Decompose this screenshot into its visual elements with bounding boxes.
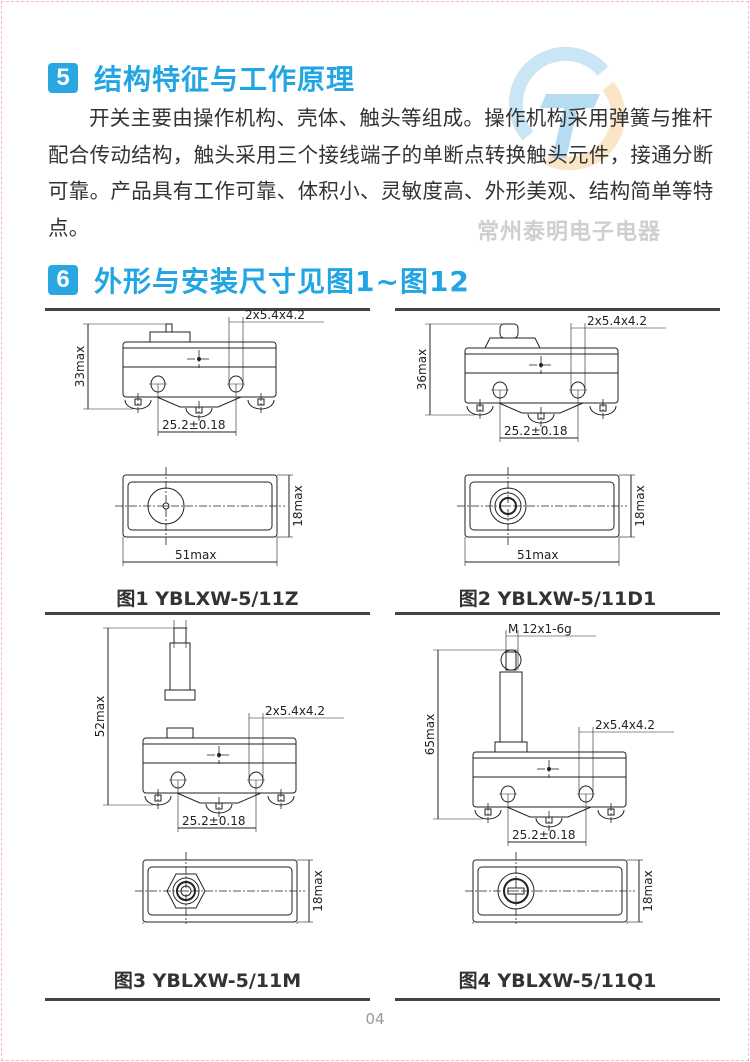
section-number-badge: 6 [48, 265, 78, 295]
divider [45, 308, 370, 311]
divider [395, 612, 720, 615]
watermark-text: 常州泰明电子电器 [477, 220, 662, 245]
hole-dimension-label: 2x5.4x4.2 [587, 314, 647, 328]
pitch-dimension-label: 25.2±0.18 [182, 814, 246, 828]
thread-dimension-label: M 12x1-6g [508, 622, 572, 636]
length-dimension-label: 51max [517, 548, 558, 562]
length-dimension-label: 51max [175, 548, 216, 562]
hole-dimension-label: 2x5.4x4.2 [265, 704, 325, 718]
height-dimension-label: 33max [73, 346, 87, 387]
width-dimension-label: 18max [311, 870, 325, 911]
pitch-dimension-label: 25.2±0.18 [162, 418, 226, 432]
section-5-paragraph: 开关主要由操作机构、壳体、触头等组成。操作机构采用弹簧与推杆配合传动结构，触头采… [48, 100, 720, 246]
figure-1-drawing: 33max 2x5.4x4.2 25.2±0.18 18max 51max [45, 310, 370, 614]
page-number: 04 [365, 1010, 385, 1028]
width-dimension-label: 18max [641, 870, 655, 911]
pitch-dimension-label: 25.2±0.18 [512, 828, 576, 842]
hole-dimension-label: 2x5.4x4.2 [245, 310, 305, 322]
hole-dimension-label: 2x5.4x4.2 [595, 718, 655, 732]
figure-caption: 图3 YBLXW-5/11M [113, 970, 302, 992]
paragraph-text: 开关主要由操作机构、壳体、触头等组成。操作机构采用弹簧与推杆配合传动结构，触头采… [48, 106, 714, 240]
width-dimension-label: 18max [633, 485, 647, 526]
figure-2-drawing: 36max 2x5.4x4.2 25.2±0.18 18max 51max [395, 310, 720, 614]
divider [45, 612, 370, 615]
section-6-heading: 6 外形与安装尺寸见图1~图12 [48, 260, 470, 300]
figure-caption: 图2 YBLXW-5/11D1 [458, 588, 657, 610]
section-title: 结构特征与工作原理 [94, 63, 356, 96]
figure-caption: 图4 YBLXW-5/11Q1 [458, 970, 657, 992]
section-number-badge: 5 [48, 63, 78, 93]
figure-caption: 图1 YBLXW-5/11Z [116, 588, 299, 610]
width-dimension-label: 18max [291, 485, 305, 526]
divider [395, 308, 720, 311]
pitch-dimension-label: 25.2±0.18 [504, 424, 568, 438]
height-dimension-label: 52max [93, 696, 107, 737]
divider [45, 998, 370, 1001]
section-title: 外形与安装尺寸见图1~图12 [94, 265, 470, 298]
section-5-heading: 5 结构特征与工作原理 [48, 58, 355, 98]
company-logo-icon [508, 46, 625, 171]
height-dimension-label: 36max [415, 349, 429, 390]
height-dimension-label: 65max [423, 714, 437, 755]
divider [395, 998, 720, 1001]
